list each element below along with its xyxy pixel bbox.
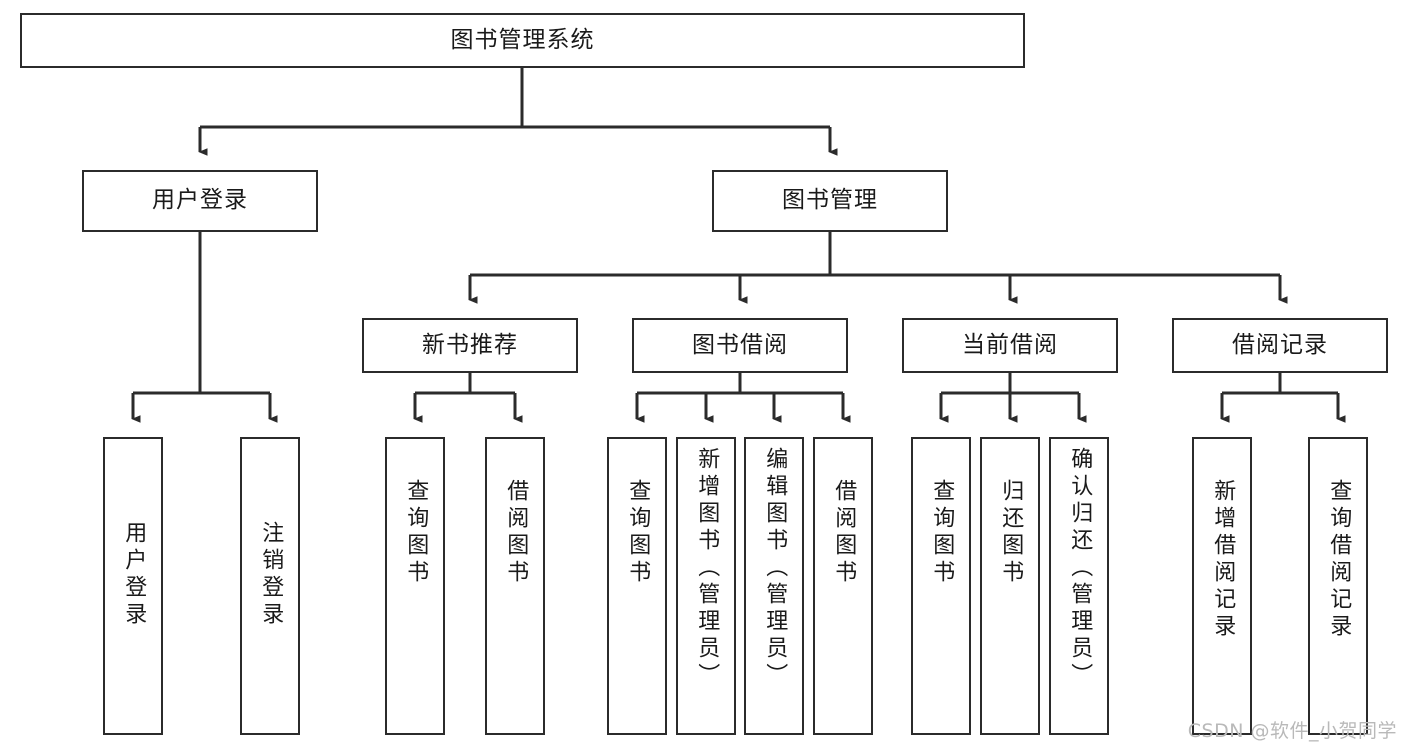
node-user-login[interactable]: 用户登录 xyxy=(82,170,318,232)
node-leaf-borrow-book-1-label: 借阅图书 xyxy=(503,479,529,587)
node-book-management[interactable]: 图书管理 xyxy=(712,170,948,232)
node-leaf-query-book-1-label: 查询图书 xyxy=(403,479,429,587)
node-leaf-query-borrow-record[interactable]: 查询借阅记录 xyxy=(1308,437,1368,735)
node-leaf-confirm-return-label: 确认归还（管理员） xyxy=(1067,447,1093,690)
node-leaf-borrow-book-1[interactable]: 借阅图书 xyxy=(485,437,545,735)
node-leaf-query-book-3-label: 查询图书 xyxy=(929,479,955,587)
node-leaf-borrow-book-2[interactable]: 借阅图书 xyxy=(813,437,873,735)
node-book-borrow-label: 图书借阅 xyxy=(692,331,788,358)
node-leaf-borrow-book-2-label: 借阅图书 xyxy=(831,479,857,587)
node-leaf-query-borrow-record-label: 查询借阅记录 xyxy=(1326,479,1352,641)
node-root-label: 图书管理系统 xyxy=(450,26,595,53)
node-user-login-label: 用户登录 xyxy=(152,187,248,214)
node-new-book-recommendation[interactable]: 新书推荐 xyxy=(362,318,578,373)
csdn-watermark: CSDN @软件_小贺同学 xyxy=(1187,720,1397,742)
node-book-management-label: 图书管理 xyxy=(782,187,878,214)
node-leaf-logout[interactable]: 注销登录 xyxy=(240,437,300,735)
node-borrow-record-label: 借阅记录 xyxy=(1232,331,1328,358)
node-leaf-return-book[interactable]: 归还图书 xyxy=(980,437,1040,735)
node-leaf-add-borrow-record-label: 新增借阅记录 xyxy=(1210,479,1236,641)
node-book-borrow[interactable]: 图书借阅 xyxy=(632,318,848,373)
node-leaf-query-book-3[interactable]: 查询图书 xyxy=(911,437,971,735)
node-new-book-recommendation-label: 新书推荐 xyxy=(422,331,518,358)
node-root-book-management-system[interactable]: 图书管理系统 xyxy=(20,13,1025,68)
node-leaf-add-book[interactable]: 新增图书（管理员） xyxy=(676,437,736,735)
node-leaf-logout-label: 注销登录 xyxy=(258,521,284,629)
node-leaf-query-book-1[interactable]: 查询图书 xyxy=(385,437,445,735)
node-leaf-user-login[interactable]: 用户登录 xyxy=(103,437,163,735)
node-current-borrow-label: 当前借阅 xyxy=(962,331,1058,358)
node-leaf-return-book-label: 归还图书 xyxy=(998,479,1024,587)
node-leaf-edit-book-label: 编辑图书（管理员） xyxy=(762,447,788,690)
node-current-borrow[interactable]: 当前借阅 xyxy=(902,318,1118,373)
node-leaf-user-login-label: 用户登录 xyxy=(121,521,147,629)
node-leaf-add-borrow-record[interactable]: 新增借阅记录 xyxy=(1192,437,1252,735)
node-leaf-edit-book[interactable]: 编辑图书（管理员） xyxy=(744,437,804,735)
node-leaf-query-book-2[interactable]: 查询图书 xyxy=(607,437,667,735)
node-leaf-confirm-return[interactable]: 确认归还（管理员） xyxy=(1049,437,1109,735)
node-borrow-record[interactable]: 借阅记录 xyxy=(1172,318,1388,373)
node-leaf-add-book-label: 新增图书（管理员） xyxy=(694,447,720,690)
node-leaf-query-book-2-label: 查询图书 xyxy=(625,479,651,587)
